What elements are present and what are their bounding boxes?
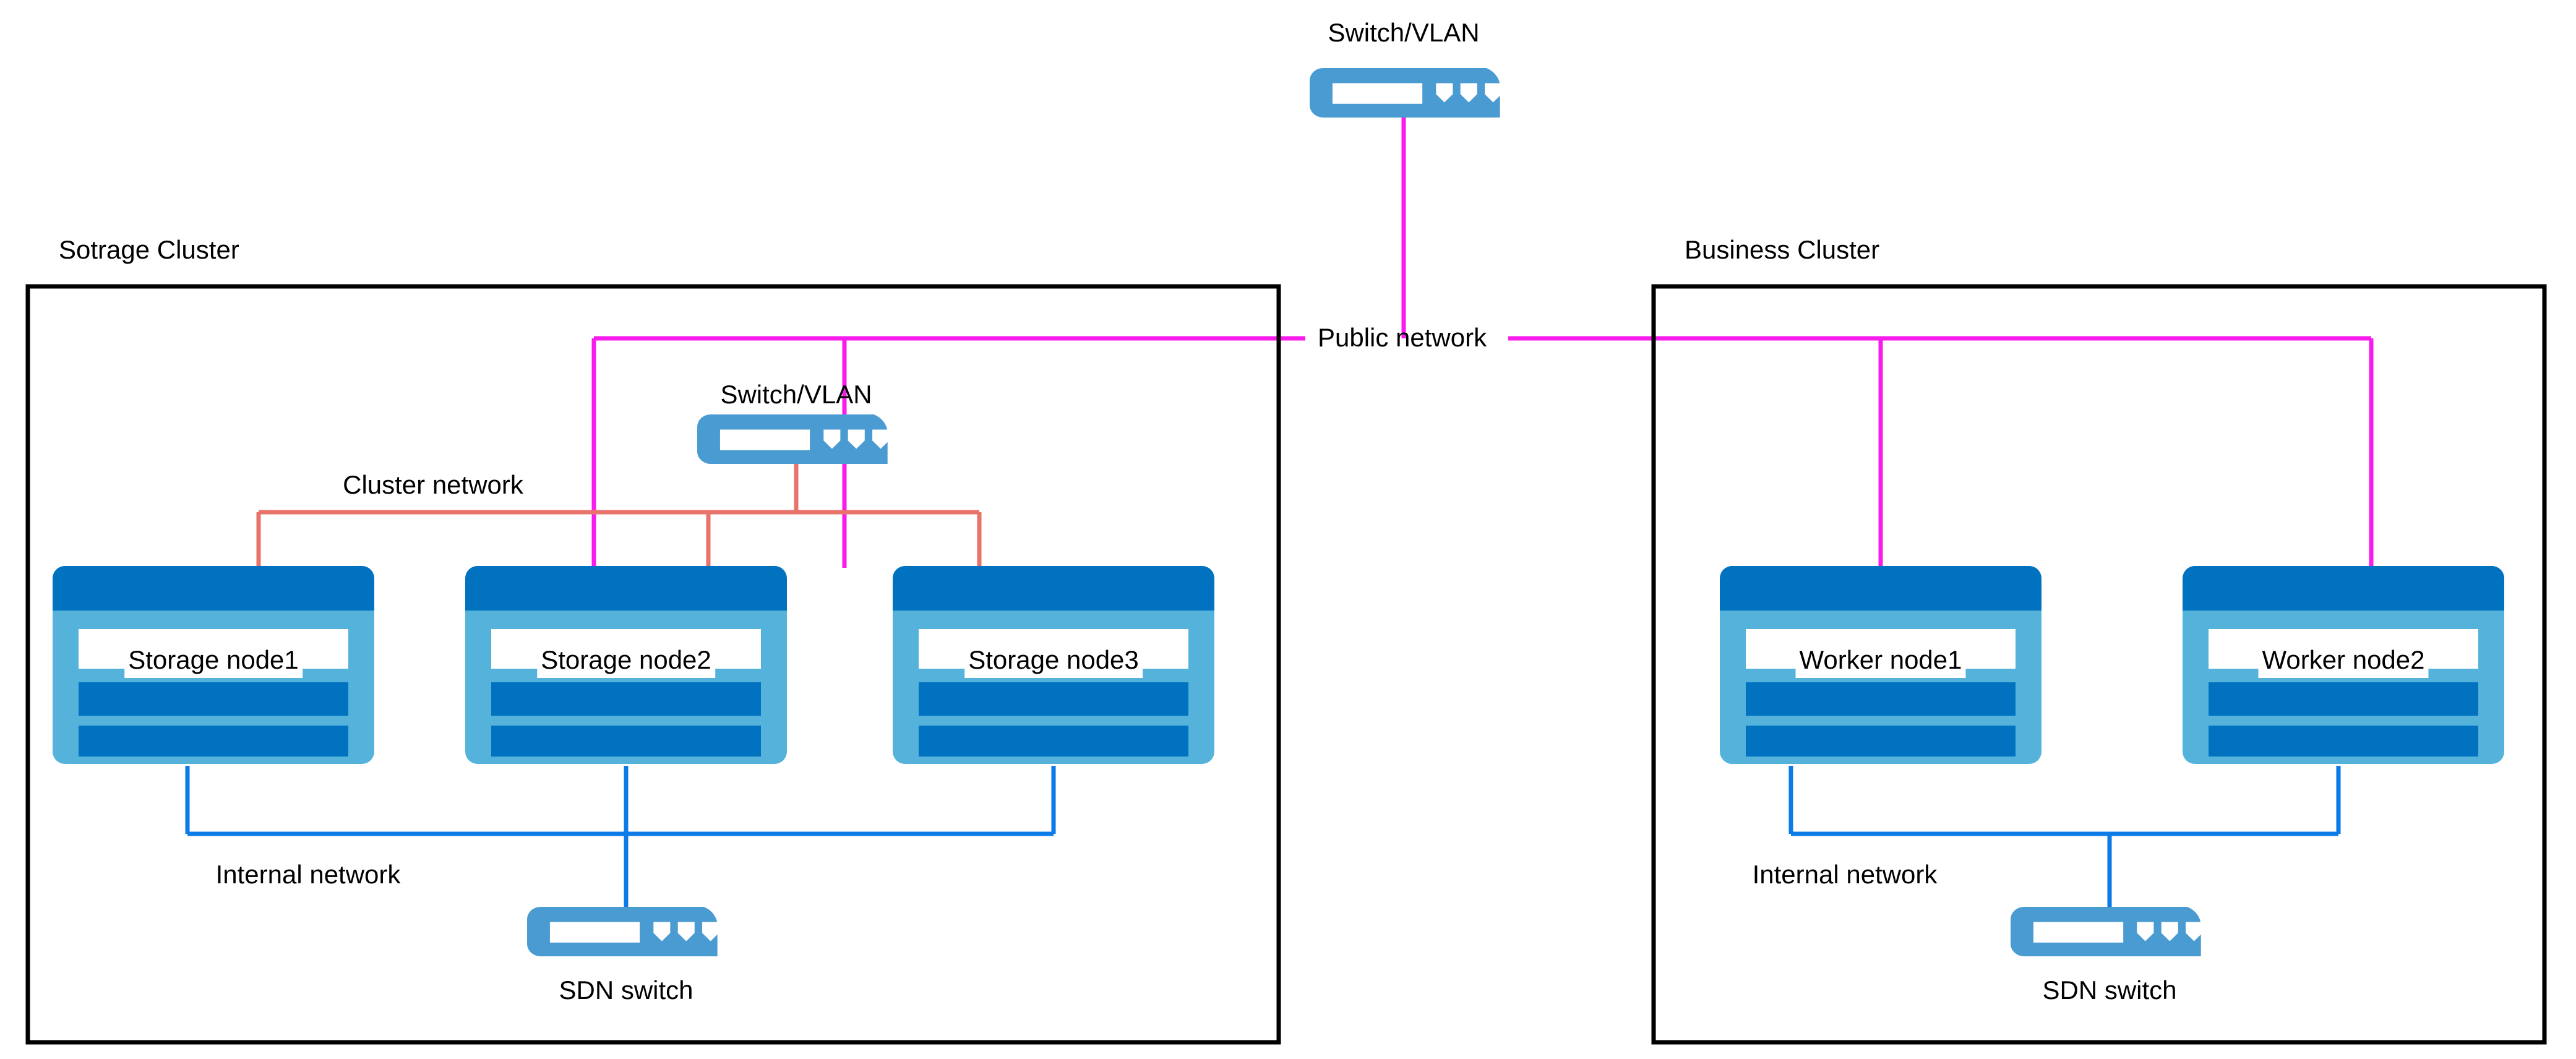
storage-node-3-label: Storage node3 [964, 643, 1143, 678]
business-cluster-box [1651, 284, 2547, 1045]
storage-cluster-box [25, 284, 1281, 1045]
storage-internal-network-links [185, 766, 1056, 909]
storage-internal-network-label: Internal network [215, 860, 401, 889]
business-sdn-switch-icon [2011, 907, 2203, 956]
business-sdn-switch-label: SDN switch [2042, 975, 2177, 1005]
storage-node-1-label: Storage node1 [124, 643, 303, 678]
storage-cluster-title: Sotrage Cluster [59, 235, 239, 264]
worker-node-2-label: Worker node2 [2258, 643, 2429, 678]
business-internal-network-label: Internal network [1752, 860, 1938, 889]
storage-node-2-label: Storage node2 [537, 643, 715, 678]
top-switch-icon [1310, 68, 1502, 118]
storage-switch-icon [697, 414, 890, 464]
storage-sdn-switch-label: SDN switch [559, 975, 693, 1005]
top-switch-label: Switch/VLAN [1328, 18, 1480, 47]
storage-switch-label: Switch/VLAN [720, 380, 872, 409]
business-internal-network-links [1788, 766, 2341, 909]
public-network-label: Public network [1318, 323, 1487, 352]
cluster-network-label: Cluster network [343, 470, 523, 499]
business-cluster-title: Business Cluster [1685, 235, 1880, 264]
cluster-network-links [256, 464, 982, 568]
storage-sdn-switch-icon [527, 907, 719, 956]
worker-node-1-label: Worker node1 [1795, 643, 1966, 678]
